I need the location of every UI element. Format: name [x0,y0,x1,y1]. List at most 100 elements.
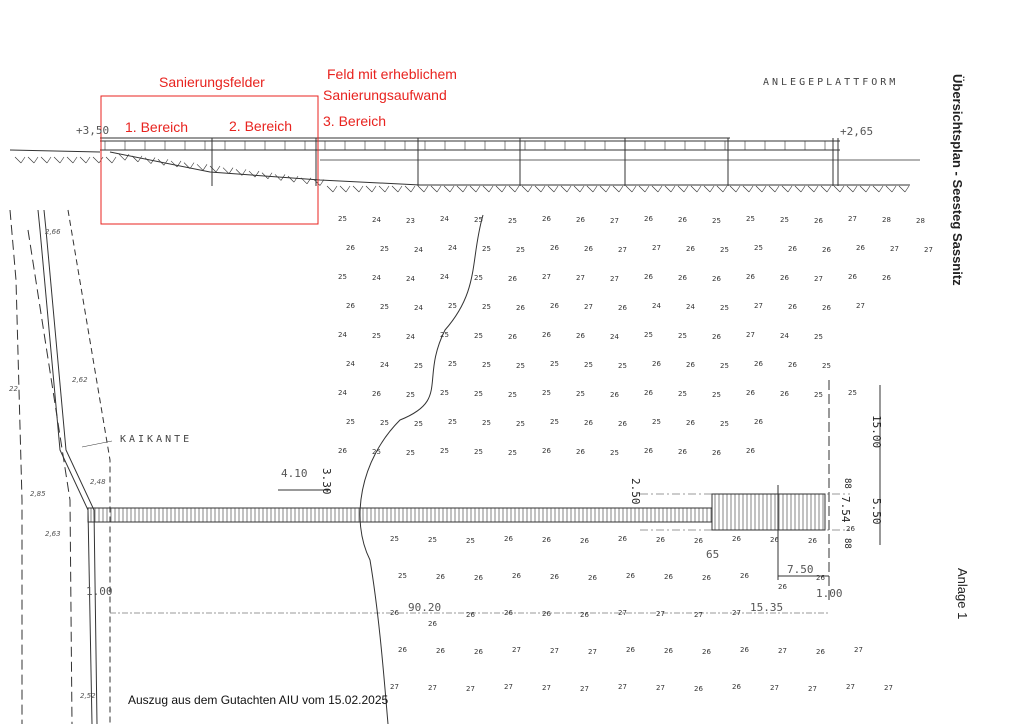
depth-sounding: 26 [746,389,755,397]
depth-sounding: 25 [448,302,457,310]
depth-sounding: 27 [580,685,589,693]
depth-sounding: 26 [542,447,551,455]
depth-sounding: 26 [712,449,721,457]
dim-3-30: 3.30 [320,468,333,495]
depth-sounding: 23 [406,217,415,225]
depth-sounding: 26 [848,273,857,281]
depth-sounding: 25 [482,361,491,369]
pier-elevation [9,137,920,193]
depth-sounding: 25 [380,419,389,427]
depth-sounding: 26 [808,537,817,545]
level-right: +2,65 [840,125,874,138]
depth-sounding: 26 [550,302,559,310]
depth-sounding: 24 [780,332,789,340]
depth-sounding: 24 [448,244,457,252]
depth-sounding: 26 [542,610,551,618]
shore-height: 2,48 [90,478,106,486]
depth-sounding: 25 [448,418,457,426]
appendix-label: Anlage 1 [955,568,970,620]
depth-sounding: 25 [466,537,475,545]
depth-sounding: 26 [816,574,825,582]
depth-sounding: 26 [644,389,653,397]
depth-sounding: 25 [406,391,415,399]
depth-sounding: 27 [618,609,627,617]
depth-sounding: 25 [542,389,551,397]
depth-sounding: 25 [372,448,381,456]
depth-sounding: 26 [644,215,653,223]
depth-sounding: 26 [576,216,585,224]
area-1-label: 1. Bereich [125,119,189,135]
depth-sounding: 27 [856,302,865,310]
depth-sounding: 26 [398,646,407,654]
depth-sounding: 26 [346,244,355,252]
depth-sounding: 25 [390,535,399,543]
depth-sounding: 27 [754,302,763,310]
depth-sounding: 25 [550,360,559,368]
depth-sounding: 25 [448,360,457,368]
depth-sounding: 26 [686,245,695,253]
depth-sounding: 25 [508,217,517,225]
depth-sounding: 27 [618,246,627,254]
depth-sounding: 27 [542,684,551,692]
depth-sounding: 26 [618,304,627,312]
level-left: +3,50 [76,124,110,137]
depth-sounding: 26 [580,537,589,545]
depth-sounding: 25 [618,362,627,370]
depth-sounding: 26 [702,648,711,656]
depth-sounding: 25 [372,332,381,340]
depth-sounding: 26 [504,609,513,617]
shore-height: 22 [9,385,18,393]
major-field-label-1: Feld mit erheblichem [327,66,457,82]
platform-label: ANLEGEPLATTFORM [763,77,899,88]
depth-sounding: 27 [390,683,399,691]
depth-sounding: 25 [712,217,721,225]
depth-sounding: 26 [664,573,673,581]
depth-sounding: 27 [576,274,585,282]
dim-88-top: 88 [842,478,852,489]
depth-sounding: 25 [848,389,857,397]
deck-panels [104,141,826,150]
depth-sounding: 25 [414,362,423,370]
depth-sounding: 26 [474,648,483,656]
depth-sounding: 26 [576,448,585,456]
depth-sounding: 26 [372,390,381,398]
dim-15-00: 15.00 [870,415,883,449]
depth-sounding: 26 [788,361,797,369]
depth-sounding: 27 [588,648,597,656]
depth-sounding: 26 [652,360,661,368]
depth-sounding: 25 [440,331,449,339]
depth-sounding: 25 [346,418,355,426]
depth-sounding: 27 [924,246,933,254]
depth-sounding: 26 [746,447,755,455]
depth-sounding: 26 [732,683,741,691]
depth-sounding: 26 [740,572,749,580]
depth-sounding: 26 [754,360,763,368]
depth-sounding: 26 [694,537,703,545]
dim-88-bottom: 88 [842,538,852,549]
depth-sounding: 26 [780,274,789,282]
depth-sounding: 26 [576,332,585,340]
depth-sounding: 27 [808,685,817,693]
depth-sounding: 27 [512,646,521,654]
depth-sounding: 26 [822,304,831,312]
depth-sounding: 24 [372,216,381,224]
depth-sounding: 26 [694,685,703,693]
depth-sounding: 26 [678,216,687,224]
depth-sounding: 26 [702,574,711,582]
dim-1-00-left: 1.00 [86,585,113,598]
dim-7-50: 7.50 [787,563,814,576]
depth-sounding: 27 [584,303,593,311]
depth-sounding: 26 [814,217,823,225]
depth-sounding: 27 [846,683,855,691]
depth-sounding: 25 [482,303,491,311]
depth-sounding: 27 [610,275,619,283]
depth-sounding: 25 [754,244,763,252]
depth-sounding: 25 [610,449,619,457]
depth-sounding: 26 [686,361,695,369]
depth-sounding: 25 [550,418,559,426]
depth-sounding: 25 [516,420,525,428]
depth-sounding: 25 [428,536,437,544]
depth-sounding: 26 [678,274,687,282]
depth-sounding: 26 [508,275,517,283]
